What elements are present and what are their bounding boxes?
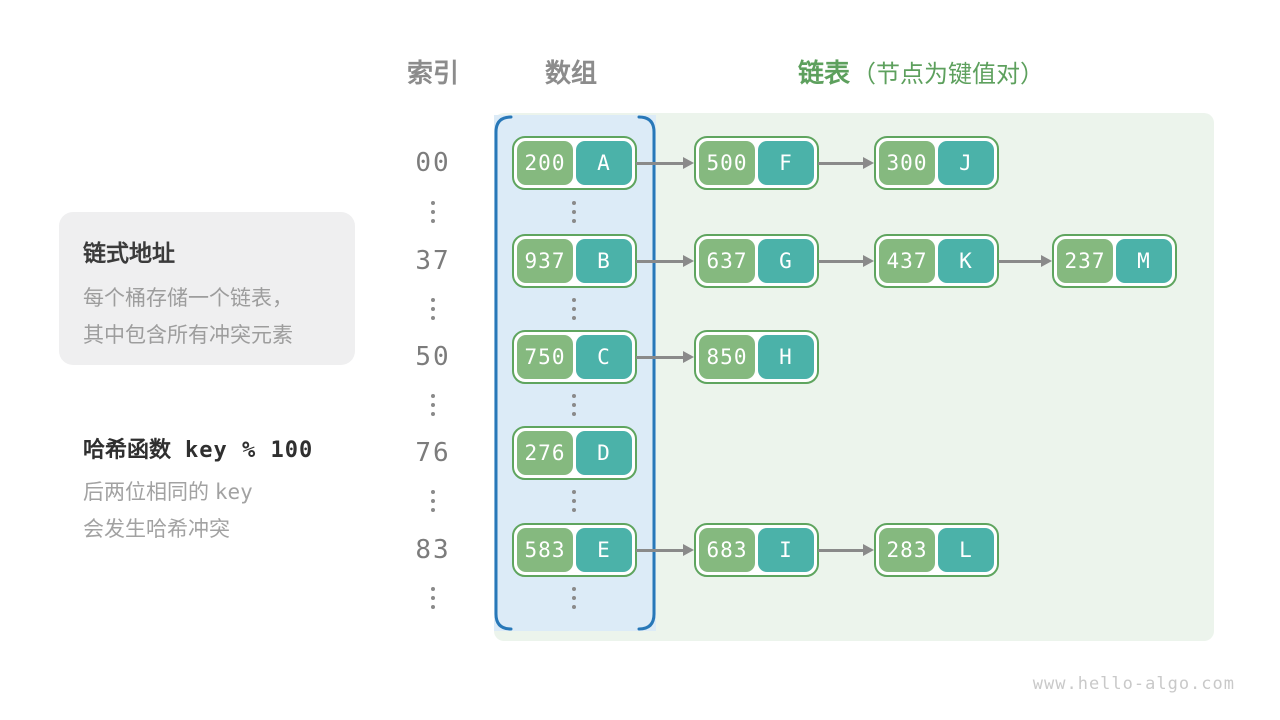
pointer-arrow — [998, 254, 1052, 268]
array-bracket-border — [494, 115, 656, 631]
bucket-node: 750 C — [512, 330, 637, 384]
ellipsis-dots — [431, 201, 435, 223]
node-value: K — [938, 239, 994, 283]
bucket-node: 200 A — [512, 136, 637, 190]
node-value: F — [758, 141, 814, 185]
pointer-arrow — [636, 156, 694, 170]
ellipsis-dots — [431, 490, 435, 512]
node-key: 200 — [517, 141, 573, 185]
node-key: 683 — [699, 528, 755, 572]
node-value: C — [576, 335, 632, 379]
node-value: A — [576, 141, 632, 185]
node-key: 237 — [1057, 239, 1113, 283]
info-box-line2: 其中包含所有冲突元素 — [83, 324, 293, 347]
node-key: 583 — [517, 528, 573, 572]
info-box-line1: 每个桶存储一个链表， — [83, 287, 293, 310]
ellipsis-dots — [431, 587, 435, 609]
index-label: 00 — [415, 148, 451, 178]
pointer-arrow — [636, 350, 694, 364]
hash-note-formula: key % 100 — [185, 438, 314, 463]
node-key: 276 — [517, 431, 573, 475]
node-value: H — [758, 335, 814, 379]
index-label: 50 — [415, 342, 451, 372]
list-header-note: （节点为键值对） — [852, 61, 1045, 88]
index-label: 37 — [415, 246, 451, 276]
ellipsis-dots — [572, 490, 576, 512]
chain-node: 437 K — [874, 234, 999, 288]
node-key: 437 — [879, 239, 935, 283]
hash-function-note: 哈希函数 key % 100 后两位相同的 key 会发生哈希冲突 — [83, 432, 383, 548]
ellipsis-dots — [572, 298, 576, 320]
index-label: 76 — [415, 438, 451, 468]
node-value: B — [576, 239, 632, 283]
node-value: D — [576, 431, 632, 475]
info-box-body: 每个桶存储一个链表， 其中包含所有冲突元素 — [83, 280, 331, 354]
index-column-header: 索引 — [406, 58, 459, 88]
node-value: M — [1116, 239, 1172, 283]
chain-node: 850 H — [694, 330, 819, 384]
ellipsis-dots — [572, 587, 576, 609]
node-value: L — [938, 528, 994, 572]
node-key: 500 — [699, 141, 755, 185]
chain-node: 637 G — [694, 234, 819, 288]
list-column-header: 链表（节点为键值对） — [798, 53, 1044, 90]
ellipsis-dots — [572, 201, 576, 223]
index-label: 83 — [415, 535, 451, 565]
array-column-header: 数组 — [544, 58, 597, 88]
hash-note-title: 哈希函数 key % 100 — [83, 432, 383, 464]
node-key: 937 — [517, 239, 573, 283]
hash-note-body: 后两位相同的 key 会发生哈希冲突 — [83, 474, 383, 548]
ellipsis-dots — [431, 298, 435, 320]
bucket-node: 937 B — [512, 234, 637, 288]
info-box-title: 链式地址 — [83, 240, 175, 266]
bucket-node: 583 E — [512, 523, 637, 577]
node-value: G — [758, 239, 814, 283]
node-key: 750 — [517, 335, 573, 379]
list-header-label: 链表 — [798, 58, 851, 88]
node-key: 283 — [879, 528, 935, 572]
chain-node: 283 L — [874, 523, 999, 577]
pointer-arrow — [818, 156, 874, 170]
pointer-arrow — [636, 254, 694, 268]
watermark: www.hello-algo.com — [1032, 674, 1235, 694]
chaining-info-box: 链式地址 每个桶存储一个链表， 其中包含所有冲突元素 — [59, 212, 355, 365]
pointer-arrow — [818, 543, 874, 557]
node-value: J — [938, 141, 994, 185]
node-key: 300 — [879, 141, 935, 185]
node-key: 850 — [699, 335, 755, 379]
node-value: E — [576, 528, 632, 572]
node-value: I — [758, 528, 814, 572]
hash-note-line2: 会发生哈希冲突 — [83, 518, 230, 541]
hash-note-line1: 后两位相同的 key — [83, 480, 253, 504]
bucket-node: 276 D — [512, 426, 637, 480]
pointer-arrow — [636, 543, 694, 557]
chain-node: 237 M — [1052, 234, 1177, 288]
chain-node: 500 F — [694, 136, 819, 190]
hash-note-title-text: 哈希函数 — [83, 437, 172, 462]
chain-node: 683 I — [694, 523, 819, 577]
ellipsis-dots — [431, 394, 435, 416]
pointer-arrow — [818, 254, 874, 268]
chain-node: 300 J — [874, 136, 999, 190]
node-key: 637 — [699, 239, 755, 283]
ellipsis-dots — [572, 394, 576, 416]
